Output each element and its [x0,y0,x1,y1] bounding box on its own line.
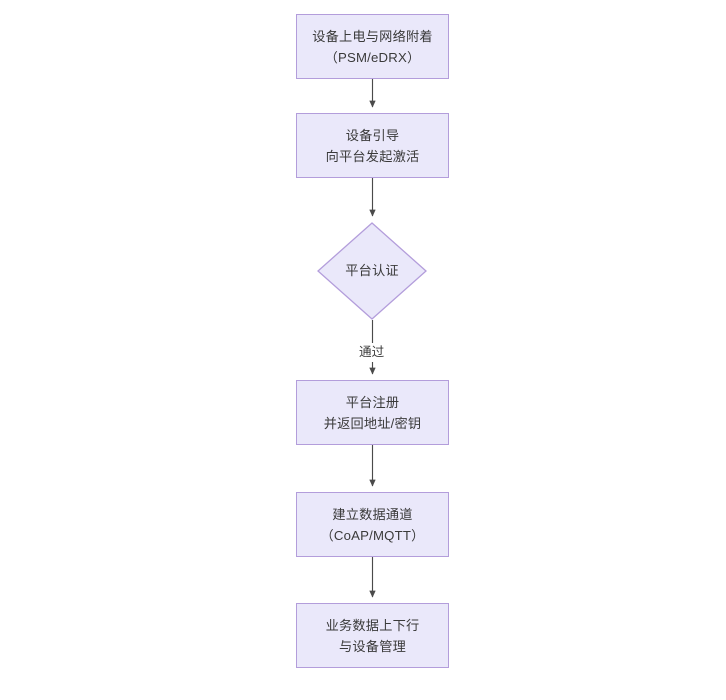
node-label-line2: 与设备管理 [339,638,406,654]
node-label-line2: （PSM/eDRX） [324,49,421,65]
node-platform-authentication[interactable]: 平台认证 [317,222,427,320]
node-device-bootstrap[interactable]: 设备引导 向平台发起激活 [296,113,449,178]
edge-label-pass: 通过 [356,343,388,362]
node-label-line1: 平台注册 [345,394,400,410]
node-device-power-on[interactable]: 设备上电与网络附着 （PSM/eDRX） [296,14,449,79]
node-establish-data-channel[interactable]: 建立数据通道 （CoAP/MQTT） [296,492,449,557]
diamond-shape [317,222,427,320]
node-label-line1: 建立数据通道 [332,506,413,522]
node-label-line1: 平台认证 [345,263,399,278]
node-platform-registration[interactable]: 平台注册 并返回地址/密钥 [296,380,449,445]
node-label-line1: 设备上电与网络附着 [312,28,433,44]
node-label-line2: 向平台发起激活 [325,148,420,164]
node-label-line1: 设备引导 [345,127,400,143]
node-label-line1: 业务数据上下行 [325,617,420,633]
node-label-line2: （CoAP/MQTT） [320,527,425,543]
node-business-data-and-management[interactable]: 业务数据上下行 与设备管理 [296,603,449,668]
node-label-line2: 并返回地址/密钥 [323,415,422,431]
